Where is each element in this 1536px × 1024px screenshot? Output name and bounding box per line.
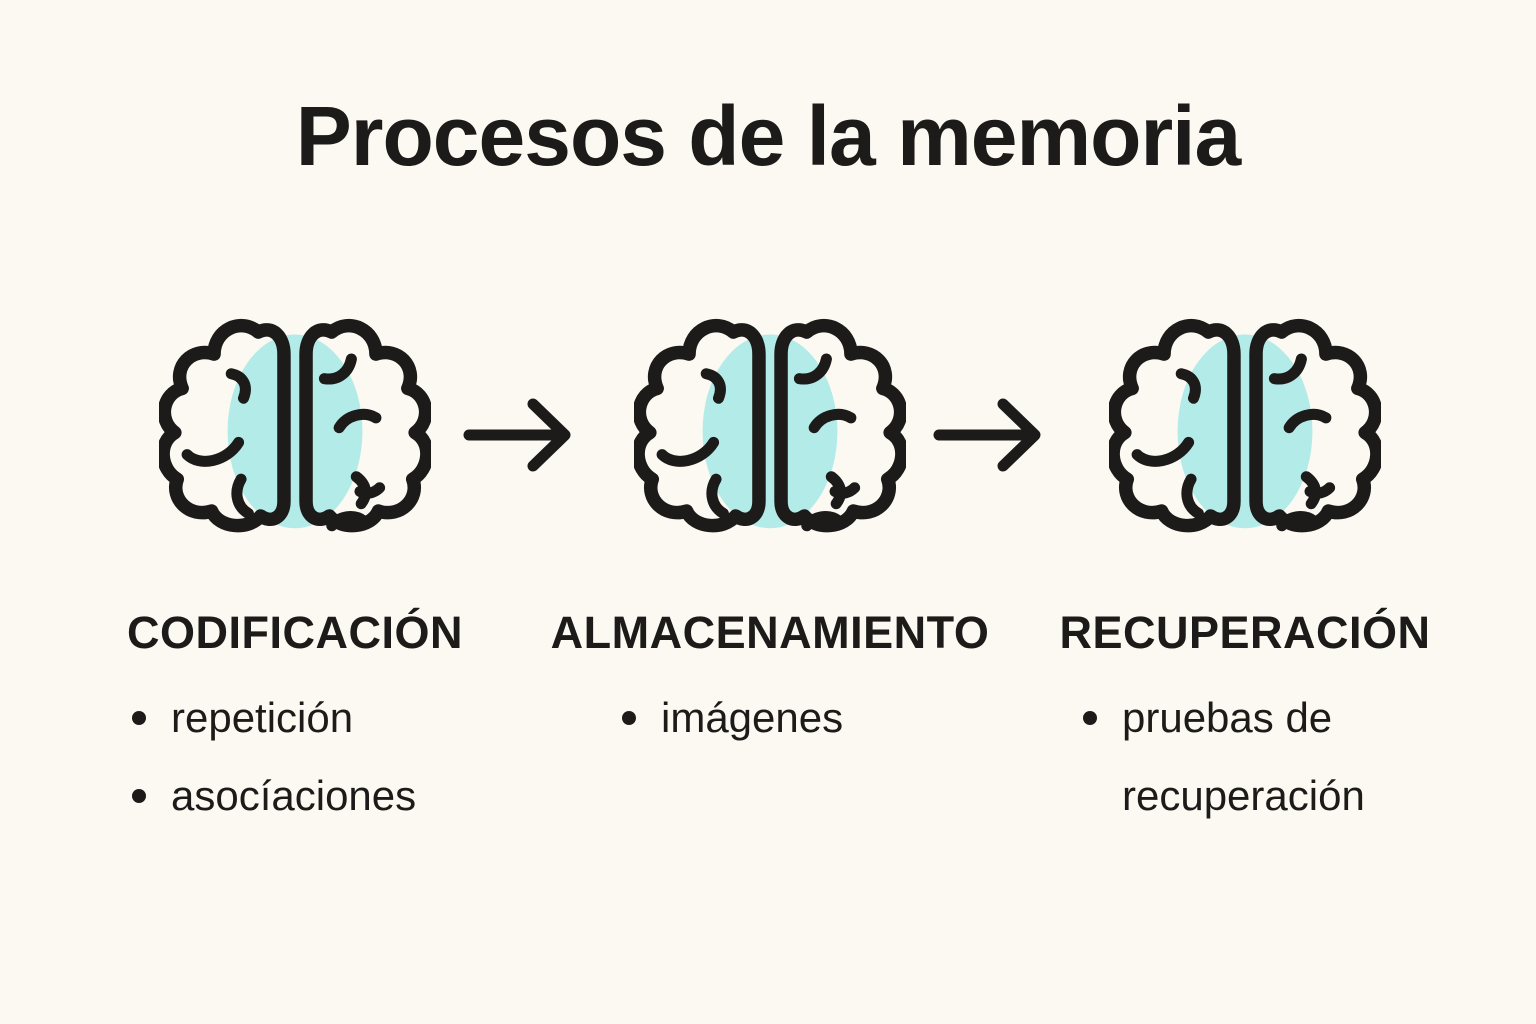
step-label-recuperacion: RECUPERACIÓN (1059, 607, 1431, 658)
step-label-almacenamiento: ALMACENAMIENTO (550, 607, 990, 658)
bullet-dot-icon (622, 711, 636, 725)
bullet-dot-icon (132, 789, 146, 803)
steps-row: CODIFICACIÓN repetición asocíaciones (0, 283, 1536, 883)
bullet-list-codificacion: repetición asocíaciones (132, 679, 416, 835)
step-codificacion: CODIFICACIÓN repetición asocíaciones (70, 283, 520, 835)
list-item: repetición (132, 679, 416, 757)
brain-icon (159, 319, 431, 533)
brain-icon (1109, 319, 1381, 533)
list-item: pruebas de recuperación (1083, 679, 1432, 835)
bullet-dot-icon (132, 711, 146, 725)
list-item: asocíaciones (132, 757, 416, 835)
arrow-right-icon (463, 398, 571, 472)
step-recuperacion: RECUPERACIÓN pruebas de recuperación (1015, 283, 1475, 835)
arrow-right-icon (933, 398, 1041, 472)
page-title: Procesos de la memoria (295, 89, 1241, 183)
brain-icon (634, 319, 906, 533)
step-label-codificacion: CODIFICACIÓN (127, 607, 463, 658)
bullet-dot-icon (1083, 711, 1097, 725)
bullet-list-recuperacion: pruebas de recuperación (1083, 679, 1432, 835)
step-almacenamiento: ALMACENAMIENTO imágenes (520, 283, 1020, 757)
list-item: imágenes (622, 679, 843, 757)
bullet-list-almacenamiento: imágenes (622, 679, 843, 757)
